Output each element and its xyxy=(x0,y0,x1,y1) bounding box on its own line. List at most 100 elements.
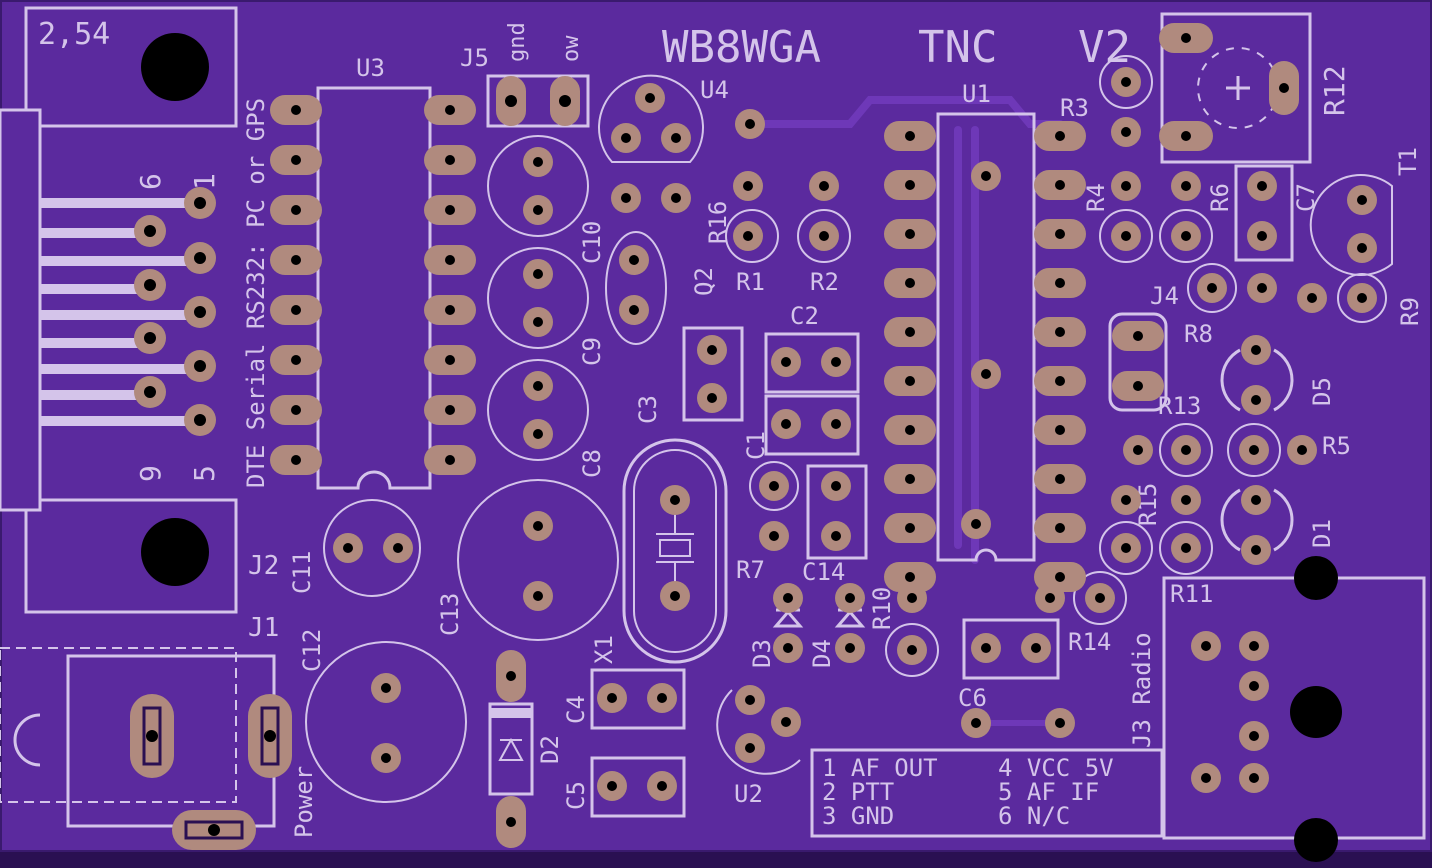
drill-hole xyxy=(1357,243,1367,253)
cap-C2 xyxy=(764,332,860,394)
ref-C8: C8 xyxy=(578,449,606,478)
drill-hole xyxy=(1055,523,1065,533)
mounting-hole xyxy=(1294,818,1338,862)
ref-R14: R14 xyxy=(1068,628,1111,656)
drill-hole xyxy=(905,474,915,484)
drill-hole xyxy=(707,393,717,403)
drill-hole xyxy=(905,229,915,239)
cap-C13-outline xyxy=(457,479,619,641)
drill-hole xyxy=(381,683,391,693)
drill-hole xyxy=(769,531,779,541)
drill-hole xyxy=(743,181,753,191)
drill-hole xyxy=(445,105,455,115)
drill-hole xyxy=(745,695,755,705)
ref-Q2: Q2 xyxy=(690,267,718,296)
res-R3-outline xyxy=(1099,55,1153,109)
drill-hole xyxy=(291,355,301,365)
ref-R13: R13 xyxy=(1158,392,1201,420)
drill-hole xyxy=(343,543,353,553)
drill-hole xyxy=(607,693,617,703)
jumper-outline xyxy=(1108,312,1168,412)
ref-R6: R6 xyxy=(1206,183,1234,212)
cap-C7 xyxy=(1234,164,1294,262)
ref-R1: R1 xyxy=(736,268,765,296)
ref-C6: C6 xyxy=(958,684,987,712)
drill-hole xyxy=(819,181,829,191)
drill-hole xyxy=(1055,131,1065,141)
drill-hole xyxy=(506,671,516,681)
drill-hole xyxy=(445,305,455,315)
res-R7-outline xyxy=(749,461,799,511)
drill-hole xyxy=(1251,495,1261,505)
drill-hole xyxy=(1257,181,1267,191)
drill-hole xyxy=(707,345,717,355)
drill-hole xyxy=(905,376,915,386)
drill-hole xyxy=(1055,376,1065,386)
drill-hole xyxy=(657,781,667,791)
drill-hole xyxy=(1121,231,1131,241)
drill-hole xyxy=(670,591,680,601)
drill-hole xyxy=(905,131,915,141)
ref-D5: D5 xyxy=(1308,377,1336,406)
drill-hole xyxy=(1181,33,1191,43)
drill-hole xyxy=(671,133,681,143)
drill-hole xyxy=(971,718,981,728)
cap-C10-C9-C8 xyxy=(487,135,589,461)
ref-C2: C2 xyxy=(790,302,819,330)
drill-hole xyxy=(1257,231,1267,241)
drill-hole xyxy=(1181,543,1191,553)
drill-hole xyxy=(1055,229,1065,239)
res-R15b-outline xyxy=(1159,521,1213,575)
ref-J2: J2 xyxy=(248,551,279,581)
drill-hole xyxy=(1251,545,1261,555)
legend-row3-right: 6 N/C xyxy=(998,802,1070,830)
db9-pin-1: 1 xyxy=(188,173,221,190)
diode-D2 xyxy=(488,702,534,796)
drill-hole xyxy=(291,455,301,465)
drill-hole xyxy=(1249,773,1259,783)
ref-C3: C3 xyxy=(634,395,662,424)
drill-hole xyxy=(907,593,917,603)
res-R6-outline xyxy=(1159,209,1213,263)
regulator-U2-outline xyxy=(716,689,801,775)
drill-hole xyxy=(670,495,680,505)
drill-hole xyxy=(629,255,639,265)
drill-hole xyxy=(533,381,543,391)
res-R4-outline xyxy=(1099,209,1153,263)
drill-hole xyxy=(533,521,543,531)
drill-hole xyxy=(907,645,917,655)
drill-hole xyxy=(1121,181,1131,191)
drill-hole xyxy=(1249,445,1259,455)
drill-hole xyxy=(905,327,915,337)
drill-hole xyxy=(291,105,301,115)
drill-hole xyxy=(1251,345,1261,355)
drill-hole xyxy=(1249,641,1259,651)
drill-hole xyxy=(291,255,301,265)
drill-hole xyxy=(445,205,455,215)
drill-hole xyxy=(845,643,855,653)
res-R15-outline xyxy=(1099,521,1153,575)
res-R2-outline xyxy=(797,209,851,263)
ic-U1 xyxy=(936,112,1036,562)
ref-C7: C7 xyxy=(1292,183,1320,212)
drill-hole xyxy=(657,693,667,703)
res-R1-outline xyxy=(725,209,779,263)
pinout-legend-box xyxy=(810,748,1164,838)
drill-hole xyxy=(905,523,915,533)
drill-hole xyxy=(1307,293,1317,303)
drill-hole xyxy=(621,133,631,143)
ref-R3: R3 xyxy=(1060,94,1089,122)
drill-hole xyxy=(1133,381,1143,391)
drill-hole xyxy=(1207,283,1217,293)
drill-hole xyxy=(1257,283,1267,293)
drill-hole xyxy=(1279,83,1289,93)
drill-hole xyxy=(819,231,829,241)
ref-R11: R11 xyxy=(1170,580,1213,608)
drill-hole xyxy=(1055,572,1065,582)
drill-hole xyxy=(1249,681,1259,691)
pitch-label: 2,54 xyxy=(38,17,110,52)
led-D1-outline xyxy=(1220,488,1294,552)
drill-hole xyxy=(533,157,543,167)
ref-C10: C10 xyxy=(578,221,606,264)
